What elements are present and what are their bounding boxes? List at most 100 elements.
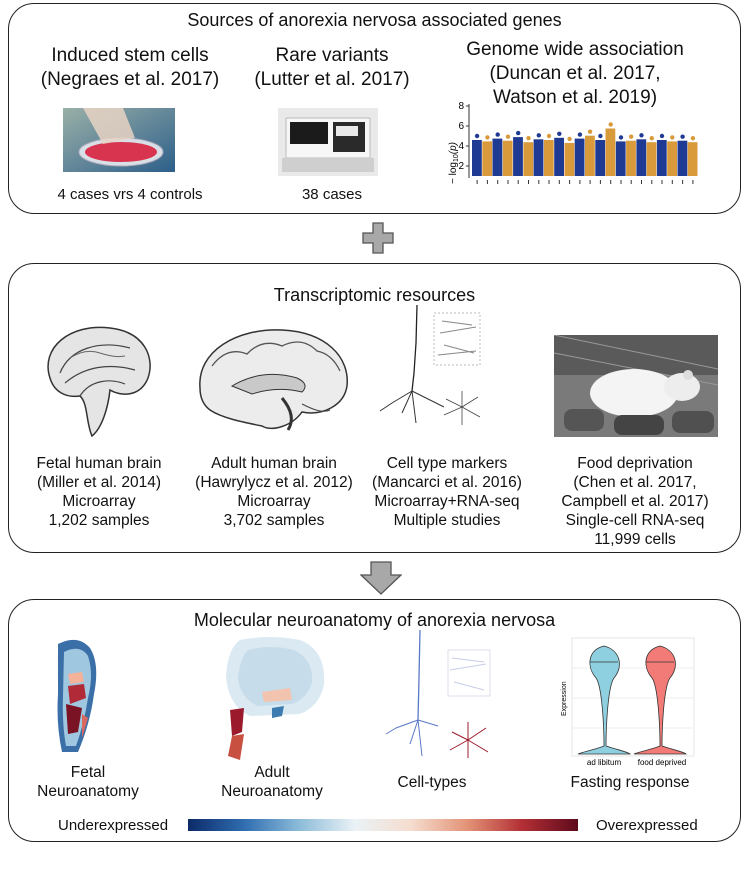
gwas-chromosome-column — [543, 140, 554, 176]
gwas-peak-point — [526, 136, 531, 141]
gwas-chromosome-column — [513, 137, 523, 176]
cell-line-3: Microarray+RNA-seq — [374, 493, 520, 510]
gwas-title: Genome wide association — [466, 39, 684, 60]
gwas-ytick-2: 2 — [458, 161, 464, 172]
underexpressed-label: Underexpressed — [58, 817, 169, 834]
gwas-chromosome-column — [492, 138, 503, 176]
adult-label-1: Adult — [254, 764, 290, 781]
adult-heatmap — [220, 636, 330, 764]
gwas-ytick-4: 4 — [458, 141, 464, 152]
gwas-cite-1: (Duncan et al. 2017, — [489, 63, 661, 84]
gwas-chromosome-column — [626, 140, 636, 176]
food-line-2: (Chen et al. 2017, — [573, 474, 697, 491]
rare-title: Rare variants — [275, 45, 389, 66]
transcriptomic-title: Transcriptomic resources — [273, 285, 476, 305]
rare-caption: 38 cases — [301, 186, 363, 203]
stem-title: Induced stem cells — [51, 45, 209, 66]
gwas-ytick-8: 8 — [458, 101, 464, 112]
cell-line-2: (Mancarci et al. 2016) — [372, 474, 522, 491]
gwas-peak-point — [629, 134, 634, 139]
adult-line-1: Adult human brain — [211, 455, 337, 472]
fasting-label: Fasting response — [570, 774, 690, 791]
gwas-peak-point — [577, 132, 583, 137]
gwas-chromosome-column — [605, 128, 616, 176]
gwas-chromosome-column — [646, 142, 657, 176]
gwas-chromosome-column — [667, 141, 677, 176]
fetal-label-2: Neuroanatomy — [37, 783, 139, 800]
gwas-peak-point — [474, 133, 480, 139]
gwas-peak-point — [680, 134, 685, 139]
food-line-4: Single-cell RNA-seq — [565, 512, 705, 529]
violin-ylabel: Expression — [561, 681, 568, 716]
gwas-cite-2: Watson et al. 2019) — [492, 87, 658, 108]
adult-line-2: (Hawrylycz et al. 2012) — [195, 474, 353, 491]
fetal-line-3: Microarray — [62, 493, 136, 510]
gwas-peak-point — [557, 131, 562, 136]
food-line-3: Campbell et al. 2017) — [561, 493, 709, 510]
gwas-peak-point — [659, 133, 665, 139]
gwas-chromosome-column — [564, 142, 575, 176]
overexpressed-label: Overexpressed — [596, 817, 698, 834]
violin-x2: food deprived — [638, 758, 686, 767]
gwas-chromosome-column — [554, 137, 564, 176]
gwas-chromosome-column — [502, 140, 513, 176]
manhattan-plot: 8 6 4 2 − log10(p) — [444, 100, 700, 196]
fetal-line-1: Fetal human brain — [36, 455, 162, 472]
gwas-peak-point — [598, 133, 603, 139]
petri-dish-photo — [63, 108, 175, 172]
gwas-chromosome-column — [533, 139, 544, 176]
gwas-peak-point — [649, 136, 654, 141]
plus-icon — [362, 222, 394, 254]
down-arrow-icon — [359, 561, 403, 595]
gwas-chromosome-column — [595, 140, 606, 176]
cell-types-label: Cell-types — [397, 774, 467, 791]
mouse-photo — [553, 334, 719, 437]
gwas-peak-point — [536, 133, 541, 138]
fetal-brain-drawing — [30, 318, 160, 438]
gwas-chromosome-column — [472, 140, 482, 176]
gwas-peak-point — [546, 133, 552, 139]
expression-colorbar — [188, 819, 578, 831]
gwas-chromosome-column — [687, 142, 698, 176]
fetal-heatmap — [48, 634, 108, 754]
gwas-chromosome-column — [677, 140, 688, 176]
gwas-peak-point — [608, 122, 613, 127]
cell-line-1: Cell type markers — [386, 455, 508, 472]
violin-x1: ad libitum — [587, 758, 622, 767]
violin-plot: Expression ad libitum food deprived — [558, 636, 698, 770]
fetal-label-1: Fetal — [70, 764, 106, 781]
stem-cite: (Negraes et al. 2017) — [40, 69, 220, 90]
gwas-ylabel: − log10(p) — [448, 142, 460, 184]
gwas-peak-point — [495, 132, 500, 137]
stem-caption: 4 cases vrs 4 controls — [57, 186, 203, 203]
food-line-1: Food deprivation — [577, 455, 693, 472]
gwas-chromosome-column — [615, 141, 626, 176]
gwas-peak-point — [639, 133, 644, 138]
gwas-chromosome-column — [656, 140, 667, 176]
gwas-peak-point — [690, 136, 696, 141]
gwas-chromosome-column — [636, 139, 647, 176]
fetal-line-4: 1,202 samples — [48, 512, 150, 529]
gwas-chromosome-column — [523, 142, 534, 176]
neuron-drawing — [372, 303, 522, 438]
gwas-chromosome-column — [482, 141, 493, 176]
neuroanatomy-title: Molecular neuroanatomy of anorexia nervo… — [193, 610, 556, 630]
gwas-peak-point — [505, 134, 511, 139]
adult-line-3: Microarray — [237, 493, 311, 510]
gwas-peak-point — [567, 136, 572, 142]
fetal-line-2: (Miller et al. 2014) — [36, 474, 162, 491]
gwas-peak-point — [618, 135, 624, 140]
gwas-peak-point — [516, 130, 521, 136]
food-line-5: 11,999 cells — [594, 531, 676, 548]
gwas-peak-point — [485, 135, 490, 140]
sequencer-photo — [278, 108, 378, 176]
gwas-peak-point — [587, 129, 593, 134]
gwas-ytick-6: 6 — [458, 121, 464, 132]
gwas-chromosome-column — [574, 138, 585, 176]
gwas-peak-point — [670, 135, 675, 140]
adult-label-2: Neuroanatomy — [221, 783, 323, 800]
cell-line-4: Multiple studies — [393, 512, 501, 529]
cell-type-heatmap — [382, 628, 500, 760]
rare-cite: (Lutter et al. 2017) — [254, 69, 410, 90]
adult-brain-drawing — [192, 326, 352, 438]
